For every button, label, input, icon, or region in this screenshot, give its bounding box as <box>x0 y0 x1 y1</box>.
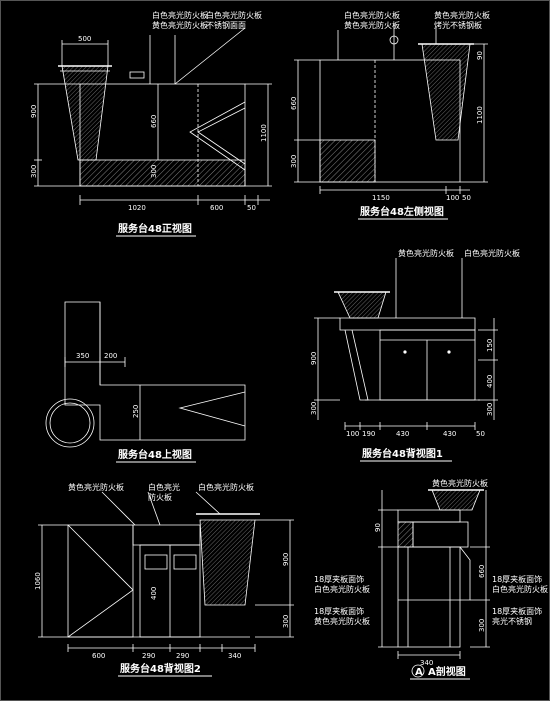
dim-back1-50: 50 <box>476 430 485 438</box>
note-front-2: 黄色亮光防火板 <box>152 20 208 30</box>
front-view <box>34 27 272 205</box>
dim-sec-340: 340 <box>420 659 433 667</box>
note-back1-2: 白色亮光防火板 <box>464 248 520 258</box>
note-back1-1: 黄色亮光防火板 <box>398 248 454 258</box>
dim-left-50: 50 <box>462 194 471 202</box>
title-back1: 服务台48背视图1 <box>362 447 443 460</box>
dim-front-50: 50 <box>247 204 256 212</box>
section-a <box>378 489 490 678</box>
dim-front-1100: 1100 <box>260 124 268 142</box>
note-sec-l1: 18厚夹板面饰 <box>314 574 364 584</box>
dim-front-1020: 1020 <box>128 204 146 212</box>
dim-back2-300: 300 <box>282 615 290 628</box>
dim-left-660: 660 <box>290 97 298 110</box>
dim-sec-300: 300 <box>478 619 486 632</box>
dim-back2-600: 600 <box>92 652 105 660</box>
dim-front-900: 900 <box>30 105 38 118</box>
note-sec-r3: 18厚夹板面饰 <box>492 606 542 616</box>
note-left-2: 黄色亮光防火板 <box>344 20 400 30</box>
title-left: 服务台48左侧视图 <box>360 205 444 218</box>
dim-back2-1060: 1060 <box>34 572 42 590</box>
note-back2-1: 黄色亮光防火板 <box>68 482 124 492</box>
dim-top-350: 350 <box>76 352 89 360</box>
left-view <box>294 24 488 194</box>
section-mark: A <box>415 667 423 678</box>
back-view-1 <box>314 258 498 430</box>
note-front-3: 白色亮光防火板 <box>206 10 262 20</box>
note-sec-r1: 18厚夹板面饰 <box>492 574 542 584</box>
dim-back1-430b: 430 <box>443 430 456 438</box>
title-top: 服务台48上视图 <box>118 448 192 461</box>
note-left-4: 烤光不锈钢板 <box>434 20 482 30</box>
section-body <box>397 546 461 648</box>
back-view-2 <box>38 491 294 652</box>
note-back2-4: 白色亮光防火板 <box>198 482 254 492</box>
dim-left-100: 100 <box>446 194 459 202</box>
note-sec-top: 黄色亮光防火板 <box>432 478 488 488</box>
dim-back1-150: 150 <box>486 339 494 352</box>
dim-back1-430a: 430 <box>396 430 409 438</box>
note-front-4: 不锈钢面面 <box>206 20 246 30</box>
note-sec-r2: 白色亮光防火板 <box>492 584 548 594</box>
dim-back2-400: 400 <box>150 587 158 600</box>
note-back2-3: 防火板 <box>148 492 172 502</box>
back2-left-panel <box>67 524 134 638</box>
dim-front-300: 300 <box>30 165 38 178</box>
back1-cabinet <box>379 329 476 401</box>
dim-back1-900: 900 <box>310 352 318 365</box>
note-left-1: 白色亮光防火板 <box>344 10 400 20</box>
dim-back2-290a: 290 <box>142 652 155 660</box>
title-back2: 服务台48背视图2 <box>120 662 201 675</box>
top-round <box>45 398 95 448</box>
note-sec-l4: 黄色亮光防火板 <box>314 616 370 626</box>
title-section: A剖视图 <box>428 665 466 678</box>
dim-back1-190: 190 <box>362 430 375 438</box>
front-base-hatch <box>79 159 246 187</box>
dim-front-i300: 300 <box>150 165 158 178</box>
dim-sec-90: 90 <box>374 523 382 532</box>
dim-back1-400: 400 <box>486 375 494 388</box>
dim-front-660: 660 <box>150 115 158 128</box>
dim-left-1100: 1100 <box>476 106 484 124</box>
dim-back1-100: 100 <box>346 430 359 438</box>
title-front: 服务台48正视图 <box>118 222 192 235</box>
dim-top-250: 250 <box>132 405 140 418</box>
dim-back2-290b: 290 <box>176 652 189 660</box>
front-funnel <box>61 65 109 161</box>
note-sec-r4: 亮光不锈钢 <box>492 616 532 626</box>
dim-front-500: 500 <box>78 35 91 43</box>
dim-front-600: 600 <box>210 204 223 212</box>
note-front-1: 白色亮光防火板 <box>152 10 208 20</box>
dim-left-90: 90 <box>476 51 484 60</box>
note-back2-2: 白色亮光 <box>148 482 180 492</box>
dim-back2-340: 340 <box>228 652 241 660</box>
dim-left-300: 300 <box>290 155 298 168</box>
left-funnel <box>421 43 471 141</box>
dim-back2-900: 900 <box>282 553 290 566</box>
note-sec-l3: 18厚夹板面饰 <box>314 606 364 616</box>
top-view <box>45 301 246 448</box>
dim-left-1150: 1150 <box>372 194 390 202</box>
dim-back1-300: 300 <box>310 402 318 415</box>
top-outline <box>64 301 246 441</box>
note-left-3: 黄色亮光防火板 <box>434 10 490 20</box>
dim-back1-r300: 300 <box>486 403 494 416</box>
dim-sec-660: 660 <box>478 565 486 578</box>
note-sec-l2: 白色亮光防火板 <box>314 584 370 594</box>
dim-top-200: 200 <box>104 352 117 360</box>
